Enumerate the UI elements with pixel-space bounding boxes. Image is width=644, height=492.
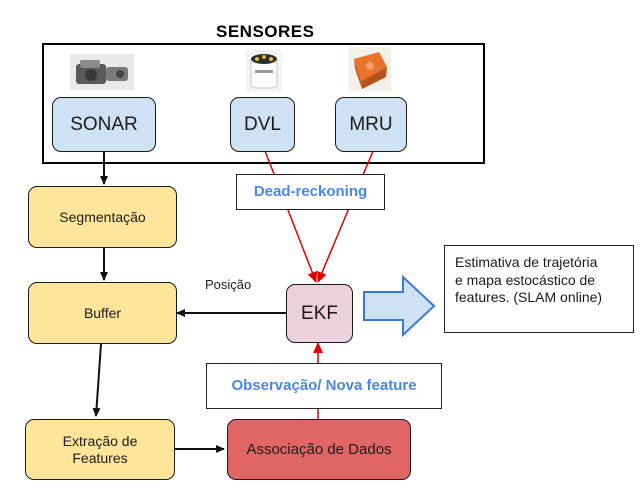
buffer-label: Buffer (83, 304, 122, 321)
ekf-node: EKF (286, 284, 353, 343)
output-line-3: features. (SLAM online) (455, 289, 603, 305)
output-line-2: e mapa estocástico de (455, 271, 596, 288)
output-line-1: Estimativa de trajetória (455, 254, 598, 270)
dvl-device-photo (246, 50, 282, 92)
mru-node: MRU (335, 97, 407, 152)
sonar-device-photo (70, 54, 134, 90)
data-association-node: Associação de Dados (227, 419, 411, 480)
dvl-node: DVL (230, 97, 295, 152)
output-arrow (363, 274, 436, 338)
output-estimate-box: Estimativa de trajetória e mapa estocást… (444, 245, 634, 333)
arrow-dvl-to-ekf (264, 150, 318, 283)
feature-extraction-label-line2: Features (72, 449, 128, 466)
sensors-title: SENSORES (216, 22, 315, 41)
data-association-label: Associação de Dados (246, 440, 392, 458)
segmentation-label: Segmentação (59, 208, 146, 225)
position-label: Posição (205, 277, 252, 292)
arrow-buffer-to-extraction (92, 343, 102, 417)
ekf-label: EKF (301, 302, 338, 324)
feature-extraction-label-line1: Extração de (62, 433, 138, 450)
observation-label: Observação/ Nova feature (231, 377, 417, 395)
sonar-node: SONAR (52, 97, 156, 152)
observation-note: Observação/ Nova feature (206, 363, 442, 409)
mru-device-photo (349, 47, 391, 91)
dvl-label: DVL (244, 113, 281, 135)
arrow-mru-to-ekf (317, 150, 374, 283)
feature-extraction-node: Extração de Features (25, 419, 175, 480)
dead-reckoning-label: Dead-reckoning (253, 183, 368, 201)
mru-label: MRU (349, 113, 393, 135)
sensors-group-border (42, 43, 485, 164)
buffer-node: Buffer (28, 282, 177, 344)
sonar-label: SONAR (70, 113, 138, 135)
dead-reckoning-note: Dead-reckoning (236, 174, 385, 210)
segmentation-node: Segmentação (28, 186, 177, 248)
